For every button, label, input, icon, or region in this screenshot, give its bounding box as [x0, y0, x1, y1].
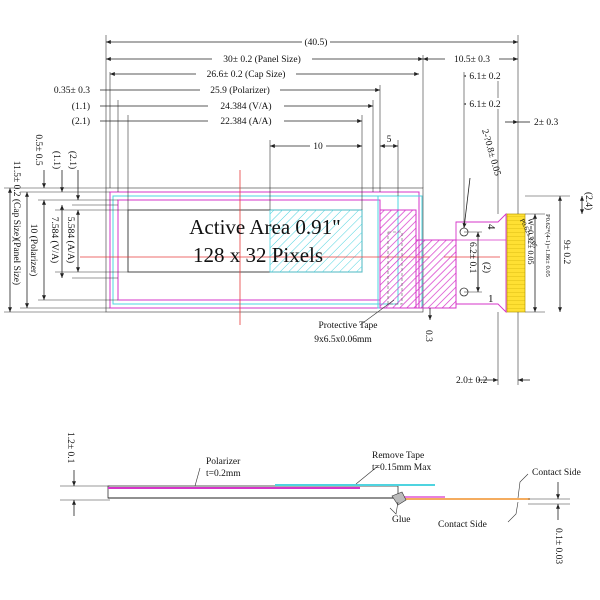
dim-fpc-61b: 6.1± 0.2	[469, 100, 501, 110]
fpc-dim-bottom-2: 2.0± 0.2	[456, 376, 488, 386]
fpc-contact-pins	[506, 213, 526, 313]
fpc-base-pad	[415, 239, 457, 309]
dim-5: 5	[387, 135, 392, 145]
side-thickness: 1.2± 0.1	[65, 432, 75, 464]
dim-fpc-61a: 6.1± 0.2	[469, 72, 501, 82]
side-fpc-thickness: 0.1± 0.03	[553, 528, 563, 564]
glue-blob	[391, 491, 407, 506]
dim-left-panel: (Panel Size)	[11, 239, 22, 285]
side-glue-label: Glue	[392, 515, 410, 525]
dim-left-11: (1.1)	[72, 101, 90, 112]
fpc-hole-dim: 2-?0.8± 0.05	[479, 128, 502, 177]
fpc-dim-62: 6.2± 0.1	[467, 242, 477, 274]
fpc-dim-24: (2.4)	[583, 192, 594, 210]
fpc-pin1-label: 1	[488, 293, 494, 305]
fpc-dim-w: W=0.32± 0.05	[526, 218, 535, 264]
dim-left-polarizer: 10 (Polarizer)	[28, 224, 39, 277]
tape-leader	[359, 299, 395, 326]
dim-left-11: (1.1)	[51, 151, 62, 169]
active-area-hatch	[269, 209, 363, 273]
dim-panel-size: 30± 0.2 (Panel Size)	[223, 54, 301, 65]
fpc-pin4-label: 4	[485, 224, 497, 230]
tape-inner-dash	[387, 231, 403, 305]
dim-10: 10	[313, 142, 323, 152]
active-area-title: Active Area 0.91"	[189, 215, 340, 239]
left-dimension-lines	[4, 170, 128, 313]
protective-tape	[379, 209, 417, 309]
dim-fpc-105: 10.5± 0.3	[454, 55, 490, 65]
dim-left-035: 0.35± 0.3	[54, 86, 90, 96]
side-contact-side-bottom: Contact Side	[438, 520, 487, 530]
side-polarizer-label: Polarizer	[206, 457, 241, 467]
side-polarizer-thickness: t=0.2mm	[206, 469, 241, 479]
tape-label-1: Protective Tape	[318, 321, 377, 331]
pixel-count: 128 x 32 Pixels	[193, 243, 323, 267]
fpc-dim-pitch-total: P0.62*(4-1)=1.86± 0.05	[544, 214, 551, 277]
dim-left-va: 7.584 (V/A)	[49, 217, 60, 263]
dim-left-aa: 5.584 (A/A)	[65, 217, 76, 263]
fpc-dim-03: 0.3	[423, 330, 433, 342]
side-contact-side-right: Contact Side	[532, 468, 581, 478]
dim-cap-size: 26.6± 0.2 (Cap Size)	[207, 69, 286, 80]
side-remove-tape-label: Remove Tape	[372, 451, 424, 461]
side-view	[60, 465, 570, 523]
dim-left-05: 0.5± 0.5	[33, 134, 43, 166]
fpc-dim-9: 9± 0.2	[561, 240, 571, 264]
dim-overall: (40.5)	[305, 37, 328, 48]
side-remove-tape-thickness: t=0.15mm Max	[372, 463, 431, 473]
dim-fpc-2: 2± 0.3	[534, 118, 558, 128]
dim-active-area: 22.384 (A/A)	[220, 116, 271, 127]
fpc-dimension-lines	[428, 177, 584, 385]
tape-label-2: 9x6.5x0.06mm	[314, 335, 372, 345]
dim-left-21: (2.1)	[72, 116, 90, 127]
dim-viewing-area: 24.384 (V/A)	[220, 101, 271, 112]
fpc-dim-2: (2)	[481, 262, 492, 273]
dim-left-cap: 11.5± 0.2 (Cap Size)	[11, 161, 22, 239]
dim-polarizer: 25.9 (Polarizer)	[210, 85, 270, 96]
dim-left-21: (2.1)	[67, 151, 78, 169]
